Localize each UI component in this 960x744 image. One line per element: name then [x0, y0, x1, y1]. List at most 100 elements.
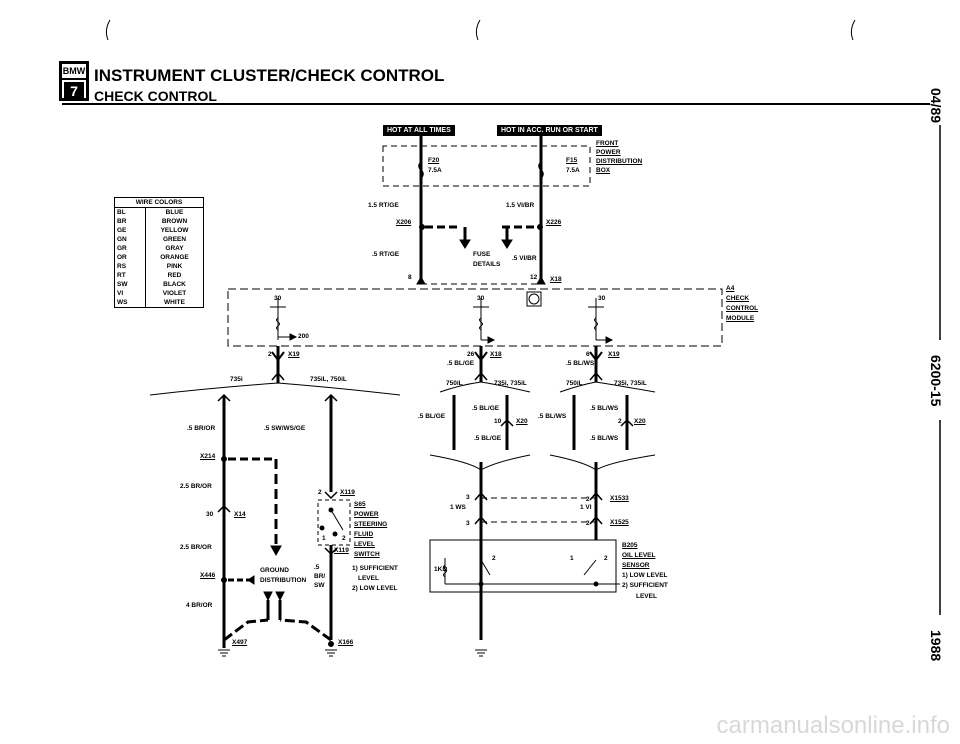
switch-state: LEVEL: [358, 575, 379, 582]
power-label: POWER: [596, 149, 621, 156]
connector-x214: X214: [200, 453, 216, 460]
sensor-state: 1) LOW LEVEL: [622, 572, 668, 579]
wire-label: .5 BL/GE: [472, 405, 500, 412]
watermark: carmanualsonline.info: [716, 712, 950, 739]
module-control-label: CONTROL: [726, 305, 759, 312]
pin-label: 2: [318, 489, 322, 496]
wire-label: .5 BL/WS: [590, 435, 619, 442]
wire-label: .5 BL/WS: [566, 360, 595, 367]
wire-label: .5 BL/GE: [418, 413, 446, 420]
hot-at-all-times-banner: HOT AT ALL TIMES: [383, 125, 455, 136]
hot-in-acc-banner: HOT IN ACC. RUN OR START: [497, 125, 602, 136]
switch-s65-label: S65: [354, 501, 366, 508]
pin-label: 1: [570, 555, 574, 562]
module-module-label: MODULE: [726, 315, 755, 322]
wire-label: .5 BL/WS: [538, 413, 567, 420]
distribution-label: DISTRIBUTION: [596, 158, 643, 165]
connector-x19: X19: [288, 351, 300, 358]
bmw-badge: BMW 7: [59, 61, 89, 101]
pin-label: 2: [618, 418, 622, 425]
wire-label: .5 SW/WS/GE: [264, 425, 306, 432]
page-subtitle: CHECK CONTROL: [94, 88, 217, 104]
wire-label: .5 VI/BR: [512, 255, 537, 262]
wire-label: 1.5 VI/BR: [506, 202, 535, 209]
pin-label: 2: [268, 351, 272, 358]
switch-state: 2) LOW LEVEL: [352, 585, 398, 592]
fuse-details-label: DETAILS: [473, 261, 501, 268]
fuse-f20-rating: 7.5A: [428, 167, 442, 174]
switch-label: SWITCH: [354, 551, 380, 558]
wire-label: .5 BR/OR: [187, 425, 216, 432]
wire-label: SW: [314, 582, 325, 589]
wire-label: 4 BR/OR: [186, 602, 213, 609]
sensor-label: OIL LEVEL: [622, 552, 656, 559]
switch-label: FLUID: [354, 531, 374, 538]
pin-label: 1: [322, 535, 326, 542]
pin-label: 3: [466, 520, 470, 527]
wire-label: .5: [314, 564, 320, 571]
model-label: 735i: [230, 376, 243, 383]
ground-distribution-label: GROUND: [260, 567, 289, 574]
model-label: 750iL: [446, 380, 463, 387]
wire-label: .5 BL/GE: [474, 435, 502, 442]
fuse-f15-rating: 7.5A: [566, 167, 580, 174]
wire-label: 1.5 RT/GE: [368, 202, 399, 209]
connector-x206: X206: [396, 219, 412, 226]
sensor-b205-label: B205: [622, 542, 638, 549]
pin-label: 6: [586, 351, 590, 358]
pin-label: 30: [206, 511, 214, 518]
wire-label: .5 RT/GE: [372, 251, 400, 258]
wire-label: 2.5 BR/OR: [180, 483, 212, 490]
pin-label: 3: [466, 494, 470, 501]
pin-label: 200: [298, 333, 309, 340]
page-title: INSTRUMENT CLUSTER/CHECK CONTROL: [94, 66, 445, 85]
module-a4-label: A4: [726, 285, 735, 292]
connector-x20: X20: [634, 418, 646, 425]
wire-colors-title: WIRE COLORS: [114, 197, 204, 208]
pin-label: 2: [604, 555, 608, 562]
model-label: 750iL: [566, 380, 583, 387]
badge-number: 7: [64, 82, 84, 100]
wire-label: 1 WS: [450, 504, 466, 511]
connector-x1525: X1525: [610, 519, 629, 526]
connector-x20: X20: [516, 418, 528, 425]
connector-x1533: X1533: [610, 495, 629, 502]
switch-label: LEVEL: [354, 541, 375, 548]
pin-label: 30: [477, 295, 485, 302]
wire-label: .5 BL/GE: [447, 360, 475, 367]
pin-label: 2: [492, 555, 496, 562]
connector-x166: X166: [338, 639, 354, 646]
connector-x446: X446: [200, 572, 216, 579]
connector-x226: X226: [546, 219, 562, 226]
connector-x14: X14: [234, 511, 246, 518]
sensor-state: 2) SUFFICIENT: [622, 582, 668, 589]
badge-brand: BMW: [62, 64, 86, 80]
switch-label: POWER: [354, 511, 379, 518]
wire-label: .5 BL/WS: [590, 405, 619, 412]
switch-state: 1) SUFFICIENT: [352, 565, 398, 572]
connector-x119: X119: [340, 489, 355, 496]
module-check-label: CHECK: [726, 295, 750, 302]
model-label: 735iL, 750iL: [310, 376, 347, 383]
model-label: 735i, 735iL: [614, 380, 647, 387]
connector-x119: X119: [334, 547, 349, 554]
wire-label: 1 VI: [580, 504, 592, 511]
model-label: 735i, 735iL: [494, 380, 527, 387]
fuse-f15-label: F15: [566, 157, 578, 164]
connector-x497: X497: [232, 639, 248, 646]
fuse-f20-label: F20: [428, 157, 440, 164]
pin-label: 12: [530, 274, 538, 281]
box-label: BOX: [596, 167, 611, 174]
switch-label: STEERING: [354, 521, 388, 528]
